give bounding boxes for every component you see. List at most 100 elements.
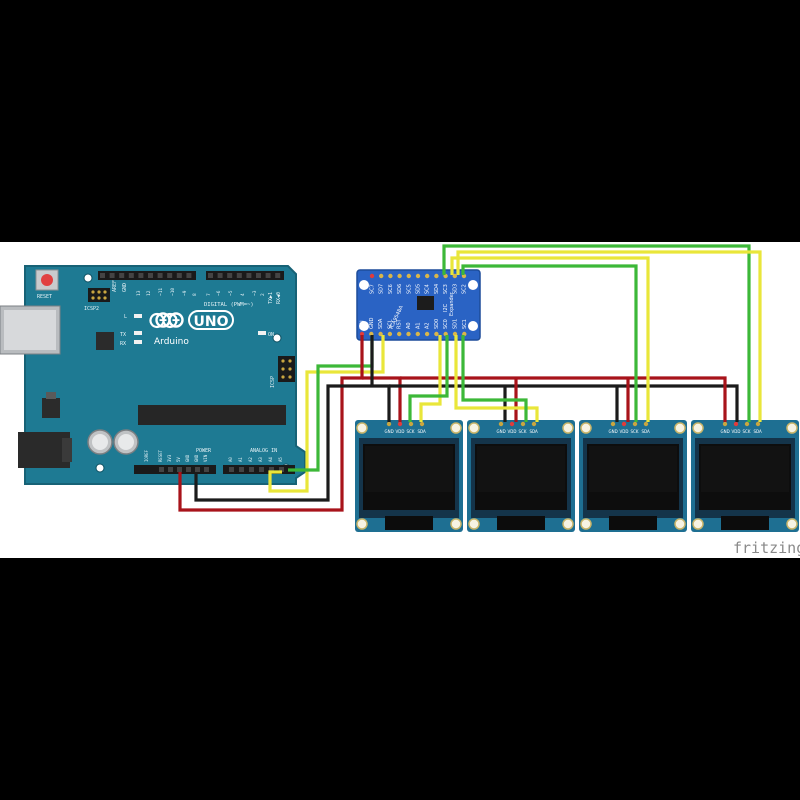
header-pin[interactable] [177, 467, 182, 472]
mounting-hole [786, 422, 798, 434]
wire-black-ground[interactable] [194, 384, 391, 502]
mux-pad[interactable] [388, 273, 393, 279]
wire-green-ch3-scl[interactable] [442, 244, 751, 422]
header-pin[interactable] [148, 273, 153, 278]
header-pin[interactable] [269, 467, 274, 472]
wire-yellow-ch2-sda[interactable] [450, 256, 650, 422]
wire-yellow-arduino-sda[interactable] [268, 335, 385, 493]
rx-led [134, 340, 142, 344]
header-pin[interactable] [249, 467, 254, 472]
mounting-hole [786, 518, 798, 530]
header-pin[interactable] [109, 273, 115, 278]
oled-pin[interactable] [744, 421, 750, 427]
mounting-hole [692, 422, 704, 434]
header-pin[interactable] [159, 467, 164, 472]
header-pin[interactable] [259, 467, 264, 472]
header-pin[interactable] [186, 467, 191, 472]
oled-pin[interactable] [498, 421, 504, 427]
oled-pin-label: GND [609, 429, 618, 434]
wire-red-oled-vdd-bus[interactable] [400, 376, 727, 422]
mounting-hole [359, 321, 369, 331]
mux-pad[interactable] [387, 331, 393, 337]
wire-yellow-ch3-sda[interactable] [456, 250, 762, 422]
oled-pin[interactable] [643, 421, 649, 427]
header-pin[interactable] [227, 273, 233, 278]
oled-pin[interactable] [722, 421, 728, 427]
oled-pin[interactable] [509, 421, 515, 427]
oled-pin[interactable] [755, 421, 761, 427]
header-pin[interactable] [167, 273, 173, 278]
oled-pin[interactable] [408, 421, 414, 427]
digital-pin-label: ~11 [158, 288, 164, 296]
mux-pad[interactable] [434, 331, 439, 337]
header-pin[interactable] [100, 273, 105, 278]
header-pin[interactable] [195, 467, 200, 472]
header-pin[interactable] [265, 273, 271, 278]
mux-pad[interactable] [397, 331, 402, 337]
oled-pin[interactable] [397, 421, 403, 427]
oled-pin[interactable] [419, 421, 425, 427]
header-pin[interactable] [204, 467, 209, 472]
header-pin[interactable] [229, 467, 234, 472]
header-pin[interactable] [217, 273, 223, 278]
header-pin[interactable] [186, 273, 192, 278]
wire-yellow-ch0-sda[interactable] [419, 335, 442, 422]
oled-pin[interactable] [621, 421, 627, 427]
analog-pin-label: A4 [268, 457, 273, 462]
header-pin[interactable] [236, 273, 242, 278]
mux-pad[interactable] [369, 273, 375, 279]
header-pin[interactable] [275, 273, 281, 278]
oled-pin[interactable] [733, 421, 739, 427]
oled-pin[interactable] [386, 421, 392, 427]
power-jack [18, 432, 70, 468]
header-pin[interactable] [256, 273, 261, 278]
mux-pad-label: SD1 [453, 319, 459, 329]
aref-label: AREF [112, 280, 118, 292]
oled-pin[interactable] [531, 421, 537, 427]
mux-pad[interactable] [415, 331, 420, 337]
wire-yellow-ch1-sda[interactable] [454, 335, 539, 422]
header-pin[interactable] [138, 273, 144, 278]
header-pin[interactable] [279, 467, 284, 472]
wire-red-power[interactable] [178, 335, 364, 512]
mux-pad[interactable] [397, 273, 402, 279]
oled-pin[interactable] [632, 421, 638, 427]
digital-pin-label: ~9 [182, 290, 188, 296]
mux-pad-label: SD5 [416, 284, 422, 294]
header-pin[interactable] [176, 273, 182, 278]
header-pin[interactable] [208, 273, 213, 278]
mux-pad[interactable] [424, 331, 430, 337]
wires [178, 244, 762, 512]
mux-pad[interactable] [406, 331, 411, 337]
header-pin[interactable] [239, 467, 244, 472]
header-pin[interactable] [128, 273, 134, 278]
mux-pad[interactable] [379, 273, 384, 279]
header-pin[interactable] [246, 273, 252, 278]
wire-green-ch0-scl[interactable] [408, 335, 449, 422]
wire-green-ch1-scl[interactable] [461, 335, 528, 422]
mux-pad[interactable] [434, 273, 439, 279]
mux-pad[interactable] [415, 273, 421, 279]
digital-pin-label: ~6 [216, 290, 222, 296]
oled-pin-label: VDD [508, 429, 517, 434]
oled-pin-label: VDD [620, 429, 629, 434]
header-pin[interactable] [168, 467, 173, 472]
mux-pad[interactable] [425, 273, 430, 279]
mounting-hole [562, 518, 574, 530]
oled-pin[interactable] [520, 421, 526, 427]
reset-button-cap[interactable] [41, 274, 53, 286]
digital-pin-label: ~3 [252, 290, 258, 296]
mux-pad[interactable] [452, 273, 457, 279]
mux-pad[interactable] [406, 273, 411, 279]
wire-green-ch2-scl[interactable] [461, 264, 638, 422]
header-pin[interactable] [157, 273, 163, 278]
rx-label: RX [120, 341, 126, 347]
header-pin[interactable] [119, 273, 125, 278]
analog-label: ANALOG IN [250, 448, 277, 454]
digital-pin-label: 8 [192, 293, 198, 296]
oled-pin-label: SDA [418, 429, 427, 434]
mux-pad-label: SD7 [379, 284, 385, 294]
mounting-hole [468, 518, 480, 530]
oled-pin[interactable] [610, 421, 616, 427]
